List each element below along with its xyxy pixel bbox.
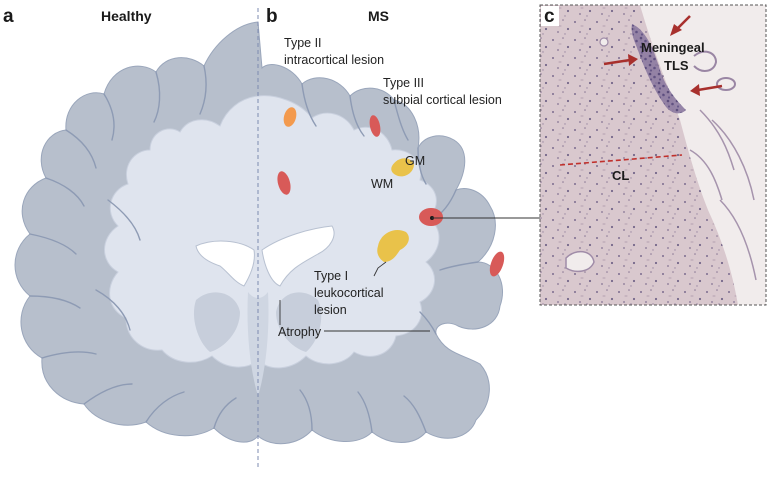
leader-lines [279,217,540,332]
histology-panel: c Meningeal TLS CL [539,4,767,306]
type2-label-line2: intracortical lesion [284,53,384,67]
type1-label-line3: lesion [314,303,347,317]
panel-a-title: Healthy [101,8,152,24]
type1-label-line2: leukocortical [314,286,383,300]
type3-lesion-upper [369,115,381,137]
membrane-strands [689,109,757,281]
sulci [29,65,479,433]
panel-c-letter-bg [541,6,559,26]
atrophy-label: Atrophy [278,325,322,339]
tls-arrows [603,15,723,96]
white-matter [104,95,440,369]
tls-cluster [631,24,686,114]
brain-section [14,8,504,470]
vessel-3 [565,250,595,273]
panel-a-letter: a [3,6,14,27]
cl-boundary [559,154,683,166]
vessel-wall-1 [693,50,718,72]
gm-label: GM [405,154,425,168]
type2-lesion [283,107,297,127]
left-ventricle [195,240,255,287]
vessel-4 [599,37,609,47]
type2-label-line1: Type II [284,36,322,50]
meningeal-label: Meningeal [641,40,705,55]
meningeal-space [640,5,766,305]
lesions [277,107,505,277]
panel-c-letter: c [544,6,555,27]
tls-label: TLS [664,58,689,73]
type3-label-line2: subpial cortical lesion [383,93,502,107]
panel-b-title: MS [368,8,389,24]
type3-lesion-left [277,171,291,195]
type1-label-line1: Type I [314,269,348,283]
wm-label: WM [371,177,393,191]
type1-lesion [377,229,409,262]
deep-grey-left [193,292,240,352]
type3-lesion-lower [489,251,505,277]
vessel-2 [716,77,736,91]
histology-frame [539,4,767,306]
right-ventricle [261,225,335,287]
type3-label-line1: Type III [383,76,424,90]
deep-grey-right [276,292,322,352]
panel-b-letter: b [266,6,278,27]
gm-lesion [391,158,414,177]
cl-label: CL [612,168,629,183]
